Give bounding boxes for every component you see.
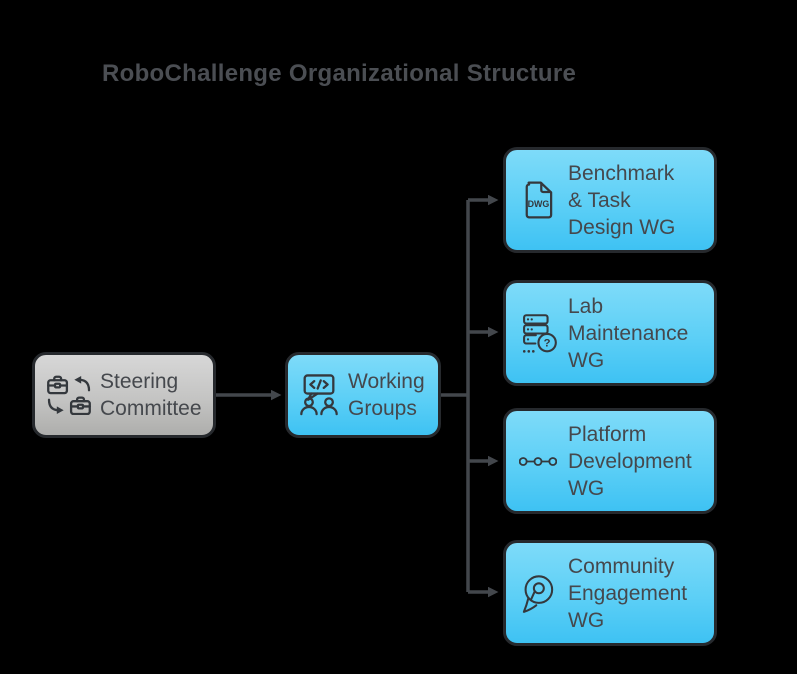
server-question-icon: ?: [516, 313, 560, 354]
node-label-line: Community: [568, 554, 675, 578]
node-working-groups: Working Groups: [285, 352, 441, 438]
briefcase-exchange-icon: [47, 375, 91, 415]
linked-nodes-icon: [516, 455, 560, 468]
dwg-file-icon: DWG: [516, 181, 560, 219]
node-label-line: Working: [348, 370, 425, 393]
node-label-line: Steering: [100, 370, 179, 393]
node-label: Benchmark & Task Design WG: [568, 160, 675, 241]
node-steering-committee: Steering Committee: [32, 352, 216, 438]
node-label: Community Engagement WG: [568, 553, 687, 634]
node-label-line: Committee: [100, 397, 202, 420]
node-community-engagement-wg: Community Engagement WG: [503, 540, 717, 646]
node-label-line: WG: [568, 608, 605, 632]
node-label-line: Lab: [568, 294, 604, 318]
svg-text:DWG: DWG: [528, 199, 550, 209]
node-platform-development-wg: Platform Development WG: [503, 408, 717, 514]
node-label-line: Engagement: [568, 581, 688, 605]
svg-text:?: ?: [544, 337, 551, 349]
pin-icon: [516, 571, 560, 615]
node-label-line: Platform: [568, 422, 647, 446]
diagram-title: RoboChallenge Organizational Structure: [102, 60, 577, 87]
node-label: Working Groups: [348, 368, 425, 422]
node-label: Lab Maintenance WG: [568, 293, 688, 374]
node-label-line: Design WG: [568, 215, 676, 239]
node-label-line: Groups: [348, 397, 417, 420]
node-label-line: WG: [568, 348, 605, 372]
node-label-line: WG: [568, 476, 605, 500]
node-label-line: Development: [568, 449, 692, 473]
node-label-line: Maintenance: [568, 321, 689, 345]
node-lab-maintenance-wg: ? Lab Maintenance WG: [503, 280, 717, 386]
node-label: Platform Development WG: [568, 421, 692, 502]
team-code-chat-icon: [298, 374, 340, 416]
node-benchmark-task-design-wg: DWG Benchmark & Task Design WG: [503, 147, 717, 253]
node-label-line: Benchmark: [568, 161, 675, 185]
node-label: Steering Committee: [100, 368, 202, 422]
node-label-line: & Task: [568, 188, 631, 212]
